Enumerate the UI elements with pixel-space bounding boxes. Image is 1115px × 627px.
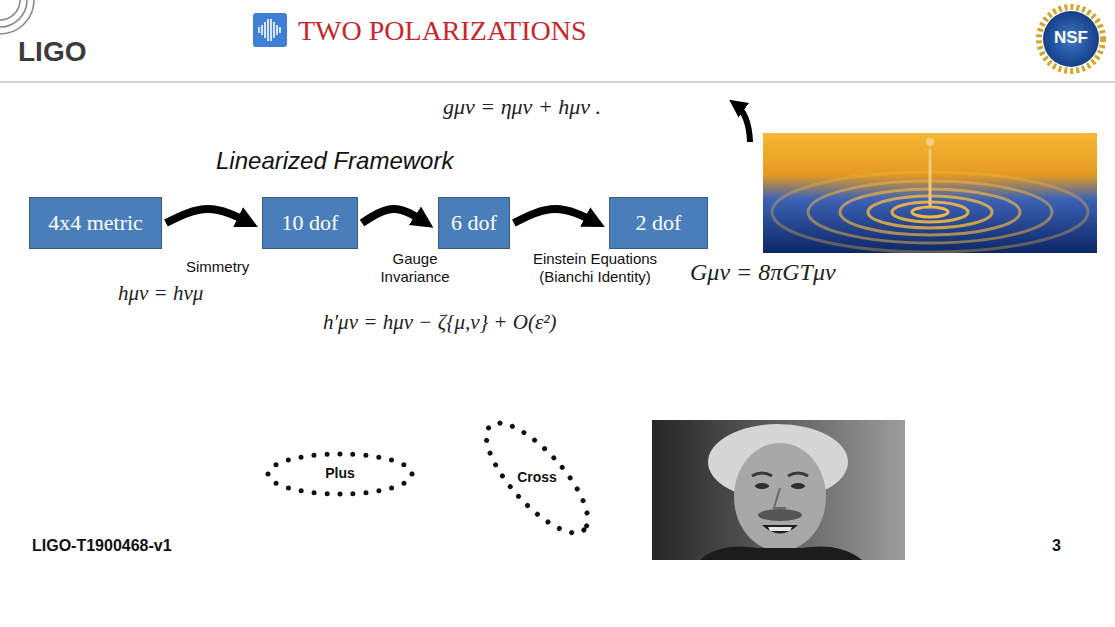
- ripple-ring: [912, 207, 948, 217]
- label-text: LIGO: [18, 36, 86, 67]
- step-label: Gauge Invariance: [375, 250, 455, 286]
- step-arrow: [166, 209, 250, 223]
- logo-text: NSF: [1048, 28, 1094, 48]
- logo-rim: [1039, 7, 1103, 71]
- portrait-face: [734, 443, 826, 551]
- label-text: gμν = ημν + hμν .: [443, 94, 601, 119]
- label-text: Gμν = 8πGTμν: [690, 259, 836, 285]
- label-text: NSF: [1054, 28, 1088, 47]
- box-text: 4x4 metric: [48, 210, 143, 236]
- process-box: 6 dof: [438, 197, 510, 249]
- portrait-photo: [652, 420, 905, 560]
- header-rule: [0, 81, 1115, 82]
- portrait-mouth: [762, 525, 798, 534]
- logo-arcs: [0, 0, 34, 34]
- logo-text: LIGO: [18, 35, 86, 69]
- portrait-suit: [700, 547, 862, 561]
- cross-ring: [471, 409, 603, 548]
- box-text: 10 dof: [282, 210, 339, 236]
- page-number: 3: [1052, 536, 1061, 555]
- portrait-nose: [774, 488, 786, 508]
- edge-label-text: Einstein Equations (Bianchi Identity): [533, 250, 657, 285]
- edge-label-text: Simmetry: [186, 258, 249, 275]
- equation: Gμν = 8πGTμν: [690, 258, 836, 287]
- label-text: hμν = hνμ: [118, 281, 203, 305]
- equation: gμν = ημν + hμν .: [443, 94, 601, 120]
- portrait-brows: [752, 473, 808, 476]
- box-text: 6 dof: [451, 210, 497, 236]
- portrait-mustache: [758, 509, 802, 521]
- process-box: 2 dof: [609, 197, 708, 249]
- portrait-eye: [791, 483, 805, 489]
- label-text: Plus: [325, 465, 355, 481]
- waveform-icon: [259, 19, 280, 41]
- label-text: h′μν = hμν − ζ{μ,ν} + O(ε²): [323, 310, 556, 334]
- step-arrow: [514, 209, 597, 223]
- equation: h′μν = hμν − ζ{μ,ν} + O(ε²): [323, 310, 556, 335]
- document-id: LIGO-T1900468-v1: [32, 536, 172, 555]
- splash-column: [929, 150, 932, 205]
- label-text: LIGO-T1900468-v1: [32, 537, 172, 554]
- portrait-teeth: [768, 527, 792, 531]
- label-text: Cross: [517, 469, 557, 485]
- label-text: Linearized Framework: [216, 147, 453, 174]
- polarization-label: Plus: [300, 465, 380, 482]
- subtitle-text: Linearized Framework: [216, 147, 453, 176]
- edge-label-text: Gauge Invariance: [380, 250, 449, 285]
- ripple-photo: [763, 133, 1097, 253]
- label-text: 3: [1052, 537, 1061, 554]
- pointer-arrow: [735, 104, 750, 142]
- process-box: 10 dof: [262, 197, 358, 249]
- box-text: 2 dof: [636, 210, 682, 236]
- plus-ring: [268, 454, 412, 494]
- process-box: 4x4 metric: [29, 197, 162, 249]
- step-arrow: [362, 209, 426, 223]
- title-text: TWO POLARIZATIONS: [298, 15, 587, 46]
- slide-title: TWO POLARIZATIONS: [298, 14, 587, 48]
- logo-disc: [1043, 11, 1099, 67]
- portrait-eye: [755, 483, 769, 489]
- step-label: Simmetry: [186, 258, 249, 276]
- step-label: Einstein Equations (Bianchi Identity): [516, 250, 674, 286]
- equation: hμν = hνμ: [118, 281, 203, 306]
- title-icon: [253, 13, 287, 47]
- polarization-label: Cross: [497, 469, 577, 486]
- water-drop: [926, 138, 934, 146]
